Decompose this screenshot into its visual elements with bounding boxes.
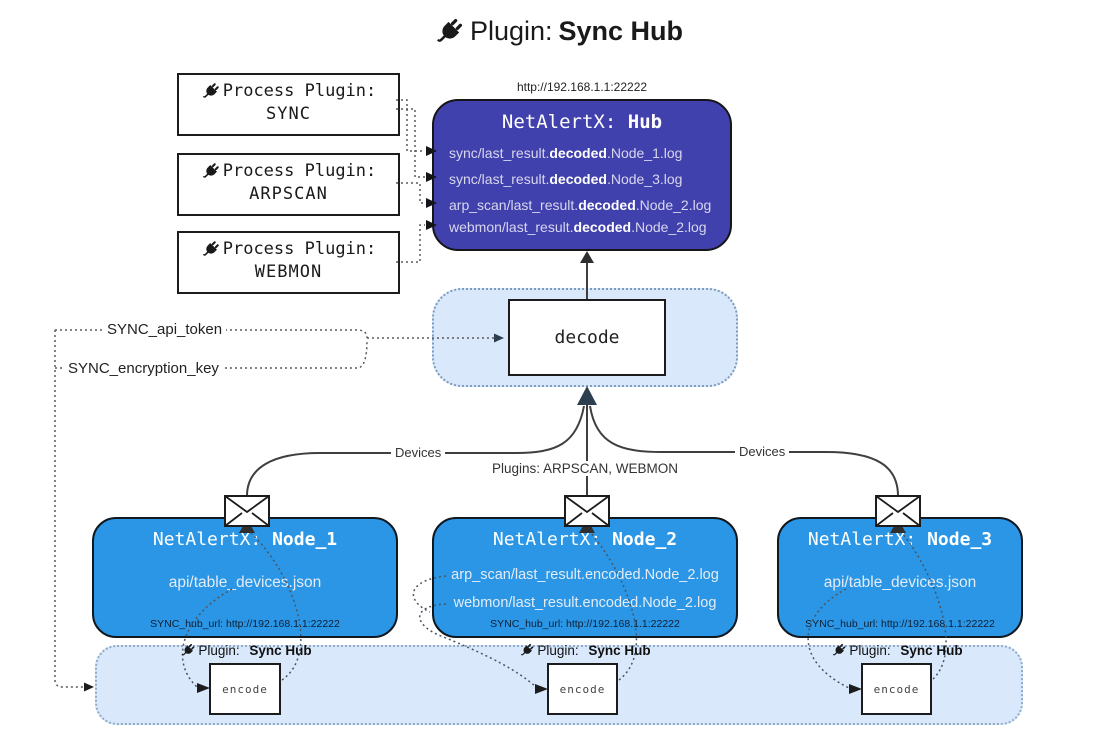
process-plugin-label: Process Plugin: [222,239,377,259]
process-plugin-box-sync: Process Plugin: SYNC [177,73,400,136]
decode-box: decode [508,299,666,376]
plug-icon [202,82,219,98]
hub-file-row: sync/last_result.decoded.Node_3.log [449,171,683,187]
devices-label-right: Devices [735,444,790,459]
hub-file-row: webmon/last_result.decoded.Node_2.log [449,219,707,235]
encode-box-2: encode [547,663,618,715]
process-plugin-label: Process Plugin: [222,81,377,101]
page-title: Plugin: Sync Hub [0,16,1117,54]
title-bold: Sync Hub [558,16,684,46]
node-1-file: api/table_devices.json [168,574,322,591]
node-2-title: NetAlertX: Node_2 [492,529,678,550]
hub-name: Hub [627,111,663,133]
encode-box-3: encode [861,663,932,715]
plug-icon [437,18,463,42]
node-3-box: NetAlertX: Node_3 api/table_devices.json… [777,517,1023,638]
node-3-file: api/table_devices.json [823,574,977,591]
hub-url-label: http://192.168.1.1:22222 [516,80,648,94]
plug-icon [202,162,219,178]
plug-icon [181,643,195,656]
node-1-hub-url: SYNC_hub_url: http://192.168.1.1:22222 [150,618,340,630]
process-plugin-name-webmon: WEBMON [254,262,323,282]
envelope-icon [875,495,921,527]
encode-plugin-label-2: Plugin: Sync Hub [519,643,651,658]
node-2-file: arp_scan/last_result.encoded.Node_2.log [451,567,719,583]
hub-file-row: arp_scan/last_result.decoded.Node_2.log [449,197,712,213]
envelope-icon [564,495,610,527]
sync-api-token-label: SYNC_api_token [103,321,227,338]
node-3-hub-url: SYNC_hub_url: http://192.168.1.1:22222 [805,618,995,630]
hub-file-row: sync/last_result.decoded.Node_1.log [449,145,683,161]
node-3-title: NetAlertX: Node_3 [807,529,993,550]
hub-title: NetAlertX: Hub [434,111,730,133]
plug-icon [832,643,846,656]
node-1-title: NetAlertX: Node_1 [152,529,338,550]
node-2-hub-url: SYNC_hub_url: http://192.168.1.1:22222 [490,618,680,630]
encode-plugin-label-3: Plugin: Sync Hub [831,643,963,658]
plug-icon [520,643,534,656]
plug-icon [202,240,219,256]
hub-box: NetAlertX: Hub sync/last_result.decoded.… [432,99,732,251]
sync-encryption-key-label: SYNC_encryption_key [64,360,223,377]
title-prefix: Plugin: [469,16,553,46]
process-plugin-name-sync: SYNC [266,104,311,124]
process-plugin-box-webmon: Process Plugin: WEBMON [177,231,400,294]
node-2-box: NetAlertX: Node_2 arp_scan/last_result.e… [432,517,738,638]
hub-brand: NetAlertX: [501,111,617,133]
process-plugin-label: Process Plugin: [222,161,377,181]
envelope-icon [224,495,270,527]
devices-label-left: Devices [391,445,446,460]
encode-box-1: encode [209,663,281,715]
encode-plugin-label-1: Plugin: Sync Hub [180,643,312,658]
process-plugin-name-arpscan: ARPSCAN [249,184,328,204]
process-plugin-box-arpscan: Process Plugin: ARPSCAN [177,153,400,216]
node-1-box: NetAlertX: Node_1 api/table_devices.json… [92,517,398,638]
plugins-arpscan-webmon-label: Plugins: ARPSCAN, WEBMON [487,461,683,476]
node-2-file: webmon/last_result.encoded.Node_2.log [453,595,717,611]
